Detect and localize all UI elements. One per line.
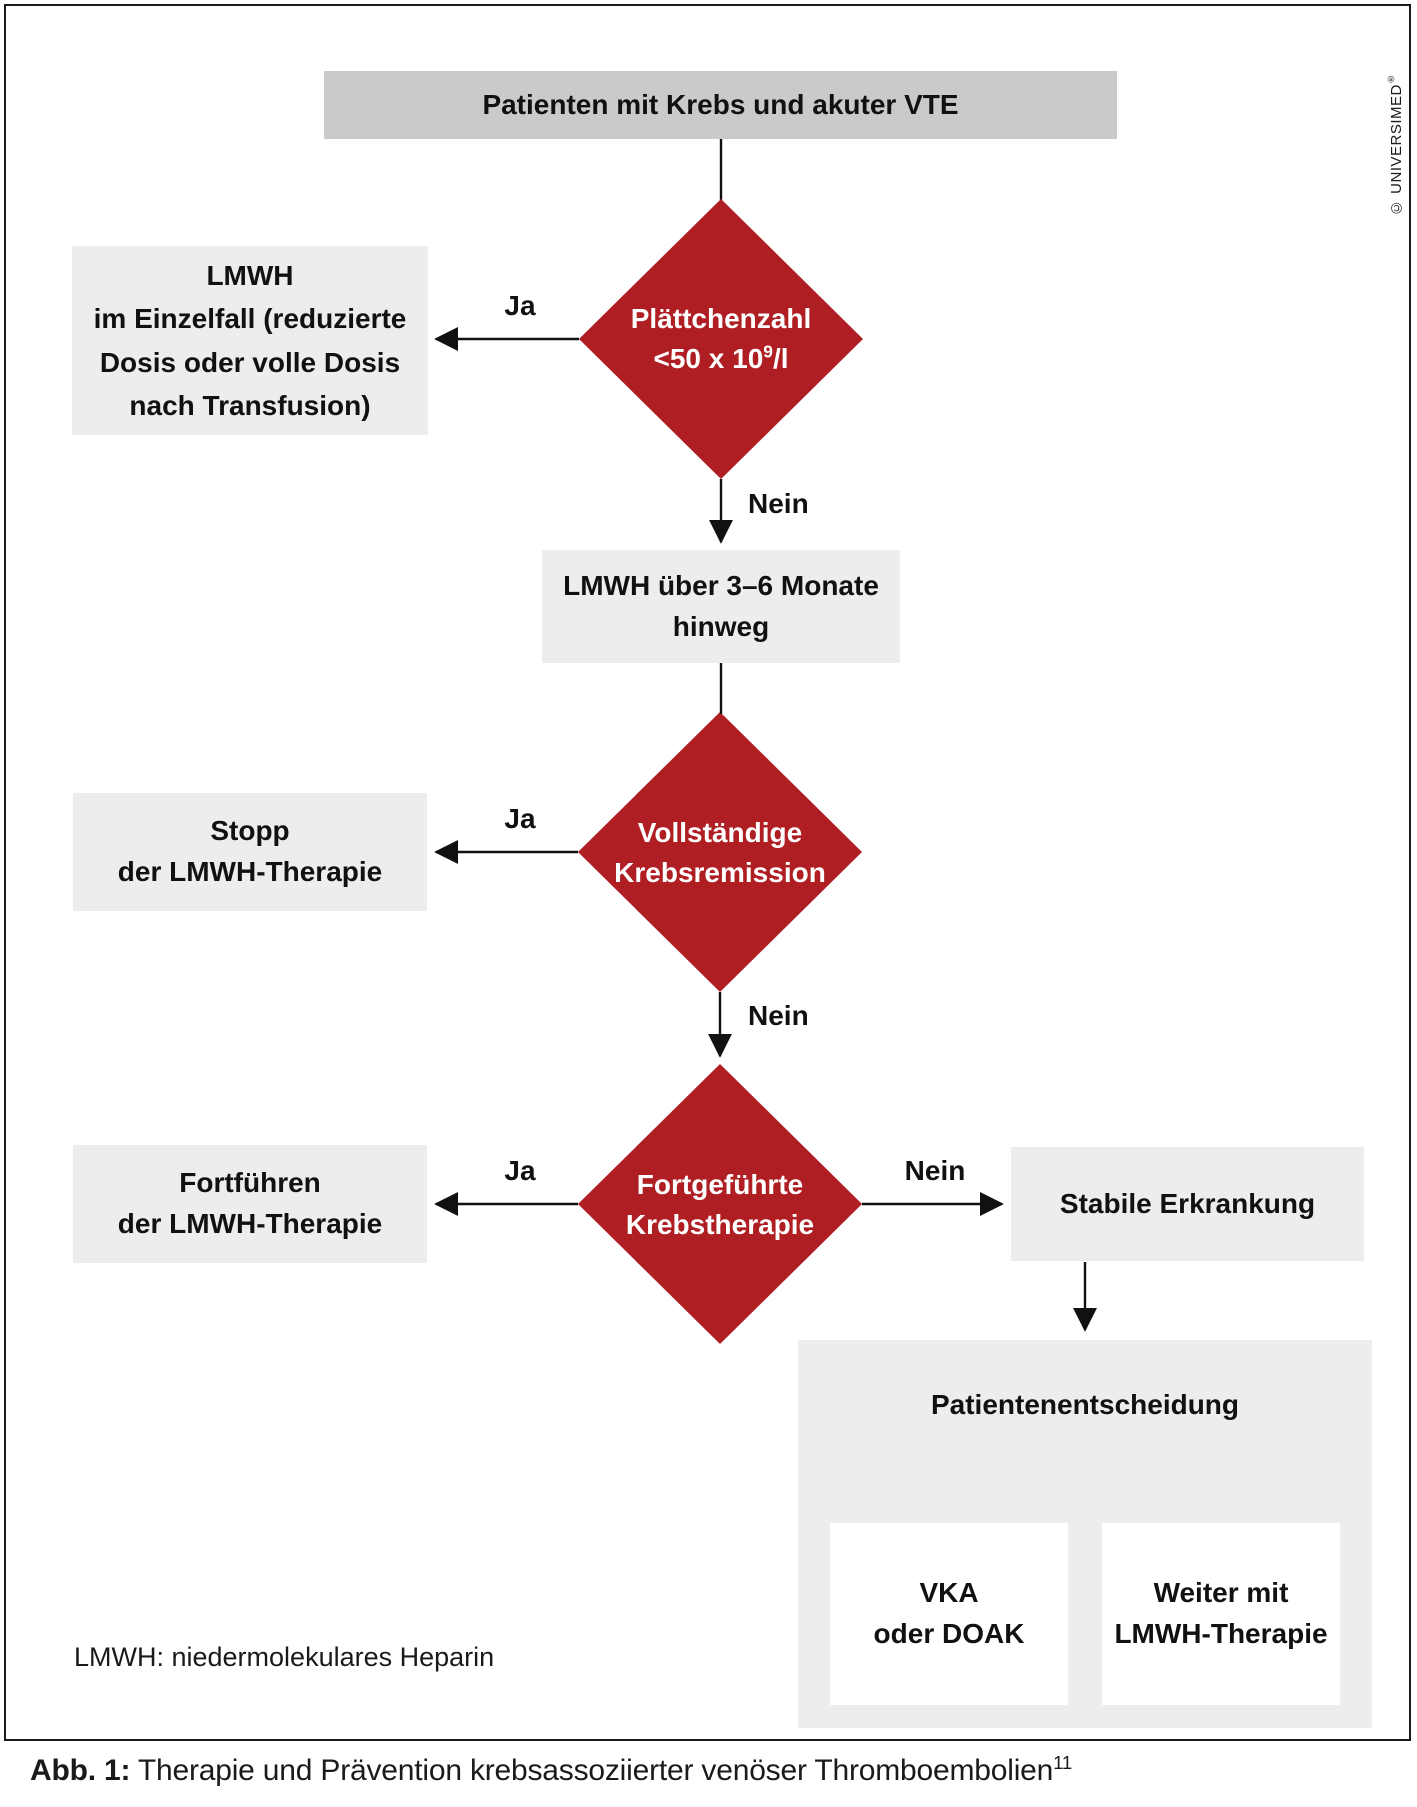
- box-weiter-line2: LMWH-Therapie: [1114, 1618, 1328, 1649]
- box-stopp-line2: der LMWH-Therapie: [117, 856, 383, 887]
- decision1-line2-post: /l: [772, 343, 789, 374]
- box-weiter-lmwh: Weiter mit LMWH-Therapie: [1102, 1523, 1340, 1705]
- patientenentscheidung-title: Patientenentscheidung: [798, 1384, 1372, 1426]
- decision1-label: Plättchenzahl <50 x 109/l: [579, 296, 863, 382]
- registered-mark: ®: [1386, 73, 1396, 85]
- box-fortfuehren: Fortführen der LMWH-Therapie: [73, 1145, 427, 1263]
- box-lmwh-einzelfall-line2: im Einzelfall (reduzierte: [93, 303, 407, 335]
- box-fortfuehren-line2: der LMWH-Therapie: [117, 1208, 383, 1239]
- box-lmwh-monate: LMWH über 3–6 Monate hinweg: [542, 550, 900, 663]
- footnote-text: LMWH: niedermolekulares Heparin: [74, 1642, 495, 1672]
- box-weiter-line1: Weiter mit: [1153, 1577, 1289, 1609]
- caption-prefix: Abb. 1:: [30, 1754, 131, 1787]
- decision1-line2-sup: 9: [763, 341, 773, 362]
- box-lmwh-einzelfall-line1: LMWH: [206, 259, 294, 291]
- box-lmwh-monate-line1: LMWH über 3–6 Monate: [563, 569, 879, 601]
- edge-label-nein-2: Nein: [748, 1000, 809, 1031]
- box-stabile-erkrankung-label: Stabile Erkrankung: [1059, 1187, 1316, 1219]
- start-node-patienten-mit-krebs: Patienten mit Krebs und akuter VTE: [324, 71, 1117, 139]
- box-vka-line1: VKA: [919, 1577, 979, 1609]
- edge-label-nein-1: Nein: [748, 488, 809, 519]
- decision3-line1: Fortgeführte: [636, 1169, 804, 1201]
- edge-label-ja-1: Ja: [504, 290, 536, 321]
- box-stopp-line1: Stopp: [210, 815, 290, 847]
- credit-universimed: © UNIVERSIMED®: [1386, 26, 1405, 216]
- edge-label-nein-3: Nein: [904, 1155, 966, 1186]
- patientenentscheidung-title-label: Patientenentscheidung: [930, 1388, 1240, 1420]
- decision1-line1: Plättchenzahl: [630, 303, 812, 335]
- box-fortfuehren-line1: Fortführen: [179, 1167, 321, 1199]
- decision1-line2: <50 x 109/l: [654, 339, 789, 379]
- decision2-line1: Vollständige: [637, 817, 803, 849]
- decision2-label: Vollständige Krebsremission: [578, 810, 862, 896]
- credit-text: © UNIVERSIMED: [1388, 84, 1405, 216]
- edge-label-ja-3: Ja: [504, 1155, 536, 1186]
- box-stabile-erkrankung: Stabile Erkrankung: [1011, 1147, 1364, 1261]
- footnote-lmwh: LMWH: niedermolekulares Heparin: [74, 1642, 494, 1673]
- figure-caption: Abb. 1: Therapie und Prävention krebsass…: [30, 1752, 1073, 1788]
- box-stopp: Stopp der LMWH-Therapie: [73, 793, 427, 911]
- box-lmwh-einzelfall-line3: Dosis oder volle Dosis: [99, 346, 401, 378]
- box-lmwh-einzelfall: LMWH im Einzelfall (reduzierte Dosis ode…: [72, 246, 428, 435]
- caption-text: Therapie und Prävention krebsassoziierte…: [130, 1754, 1054, 1787]
- box-lmwh-monate-line2: hinweg: [672, 610, 770, 642]
- decision2-line2: Krebsremission: [614, 857, 826, 888]
- box-vka-line2: oder DOAK: [873, 1618, 1025, 1649]
- decision3-label: Fortgeführte Krebstherapie: [578, 1162, 862, 1248]
- caption-reference-superscript: 11: [1053, 1752, 1073, 1773]
- box-vka-doak: VKA oder DOAK: [830, 1523, 1068, 1705]
- decision3-line2: Krebstherapie: [625, 1209, 815, 1240]
- edge-label-ja-2: Ja: [504, 803, 536, 834]
- decision1-line2-pre: <50 x 10: [653, 343, 764, 374]
- box-lmwh-einzelfall-line4: nach Transfusion): [129, 389, 371, 421]
- start-node-label: Patienten mit Krebs und akuter VTE: [482, 88, 959, 120]
